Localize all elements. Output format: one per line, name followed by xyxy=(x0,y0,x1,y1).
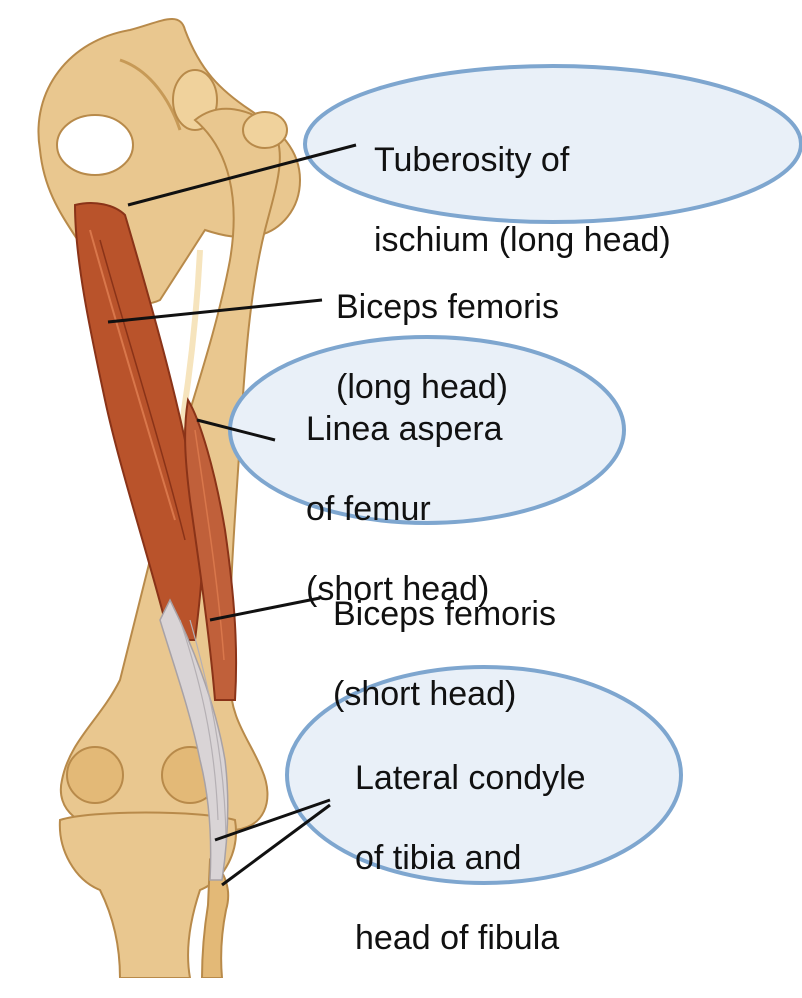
anatomy-diagram: Tuberosity of ischium (long head) Biceps… xyxy=(0,0,802,978)
label-line: Lateral condyle xyxy=(355,758,586,798)
label-line: Biceps femoris xyxy=(333,594,556,634)
label-line: (short head) xyxy=(333,674,556,714)
label-line: of tibia and xyxy=(355,838,586,878)
tibia-fibula-bones xyxy=(60,813,236,979)
label-lateral-condyle: Lateral condyle of tibia and head of fib… xyxy=(355,718,586,998)
label-line: of femur xyxy=(306,489,503,529)
label-line: Biceps femoris xyxy=(336,287,559,327)
label-line: Tuberosity of xyxy=(374,140,671,180)
label-line: head of fibula xyxy=(355,918,586,958)
label-line: Linea aspera xyxy=(306,409,503,449)
